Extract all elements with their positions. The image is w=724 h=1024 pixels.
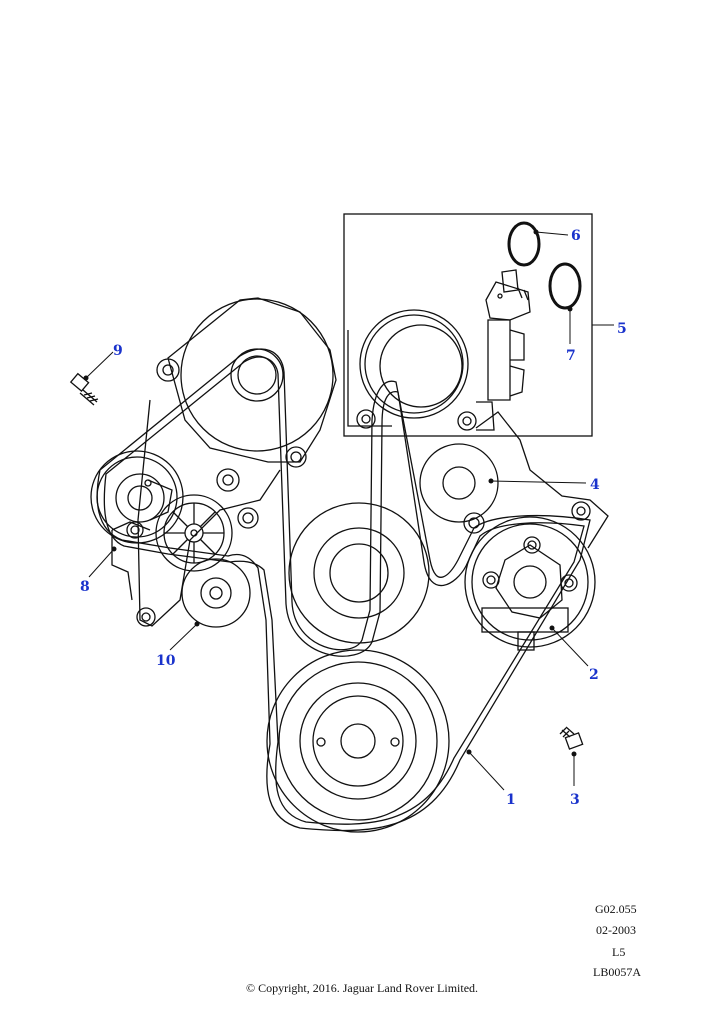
copyright-notice: © Copyright, 2016. Jaguar Land Rover Lim…	[245, 981, 479, 995]
leader-dots	[83, 229, 577, 757]
inset-box	[343, 213, 593, 437]
callout-8: 8	[80, 579, 90, 595]
callouts: 1 2 3 4 5 6 7 8 9 10	[80, 228, 627, 808]
drawing-reference: LB0057A	[593, 965, 641, 979]
water-pump-hub	[155, 494, 233, 572]
callout-2: 2	[589, 667, 599, 683]
drawing-level: L5	[612, 945, 626, 959]
drawing-date: 02-2003	[596, 923, 636, 937]
tensioner	[90, 450, 184, 544]
callout-4: 4	[590, 477, 600, 493]
callout-1: 1	[506, 792, 516, 808]
callout-6: 6	[571, 228, 581, 244]
crankshaft-pulley	[266, 649, 450, 833]
alternator	[156, 297, 337, 468]
front-cover	[111, 399, 281, 627]
serpentine-belt	[96, 348, 591, 832]
o-ring-6	[507, 221, 541, 267]
callout-9: 9	[113, 343, 123, 359]
callout-5: 5	[617, 321, 627, 337]
callout-3: 3	[570, 792, 580, 808]
leader-lines	[85, 231, 614, 791]
bolt-9	[69, 372, 99, 406]
bolt-3	[559, 726, 584, 750]
center-pulley	[288, 502, 430, 644]
drawing-code: G02.055	[595, 902, 637, 916]
callout-7: 7	[566, 348, 576, 364]
inset-pulley-assembly	[347, 269, 531, 431]
idler-pulley-10	[181, 558, 251, 628]
callout-10: 10	[156, 653, 176, 669]
pulley-4	[419, 411, 609, 549]
power-steering-pump	[464, 516, 596, 651]
o-ring-7	[548, 262, 582, 310]
